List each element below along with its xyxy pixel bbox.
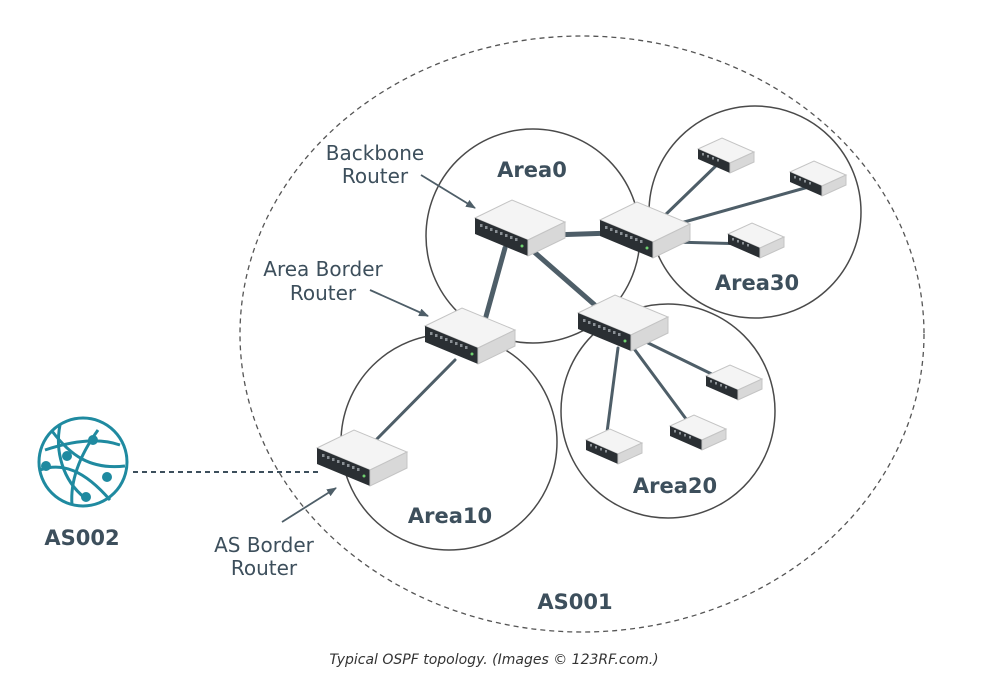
area-border-router-callout-line2: Router — [290, 281, 357, 305]
backbone-router-callout-line1: Backbone — [326, 141, 424, 165]
as-border-router-callout-line2: Router — [231, 556, 298, 580]
as-border-router — [316, 429, 408, 487]
area20-circle — [560, 303, 776, 519]
backbone-router-callout-line2: Router — [342, 164, 409, 188]
area0-label: Area0 — [497, 158, 567, 182]
as-border-router-arrow — [281, 487, 337, 523]
as002-label: AS002 — [44, 526, 119, 550]
area20-router-1 — [705, 364, 763, 401]
area30-label: Area30 — [715, 271, 799, 295]
as-border-router-callout-line1: AS Border — [214, 533, 315, 557]
as001-boundary — [239, 35, 925, 633]
area-border-router — [424, 307, 516, 365]
area-border-router-arrow — [369, 289, 429, 317]
as001-label: AS001 — [537, 590, 612, 614]
figure-caption: Typical OSPF topology. (Images © 123RF.c… — [329, 652, 659, 668]
area20-router-2 — [669, 414, 727, 451]
backbone-router — [474, 199, 566, 257]
area-border-router-callout-line1: Area Border — [263, 257, 383, 281]
area20-router-3 — [585, 428, 643, 465]
area10-label: Area10 — [408, 504, 492, 528]
area30-router-3 — [727, 222, 785, 259]
area30-border-router — [599, 201, 691, 259]
globe-nodes — [41, 435, 112, 502]
backbone-router-arrow — [420, 174, 476, 209]
area30-router-1 — [697, 137, 755, 174]
area20-label: Area20 — [633, 474, 717, 498]
globe-icon — [37, 416, 129, 508]
